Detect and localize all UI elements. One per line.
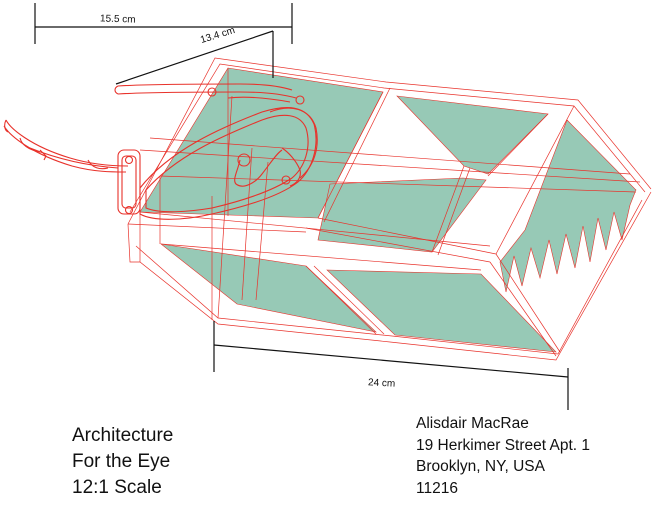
glass-panel-bottom-right xyxy=(326,269,557,353)
dimension-line-length xyxy=(213,344,569,378)
dimension-line-depth xyxy=(115,30,274,85)
glass-panels xyxy=(139,67,637,353)
title-block: Architecture For the Eye 12:1 Scale xyxy=(72,423,173,501)
glass-panel-top-front-right xyxy=(317,177,487,253)
title-line-1: Architecture xyxy=(72,425,174,446)
title-line-2: For the Eye xyxy=(72,451,171,472)
address-zip: 11216 xyxy=(416,479,458,497)
dimension-lines xyxy=(34,3,569,410)
address-city: Brooklyn, NY, USA xyxy=(416,458,545,475)
box-outline xyxy=(127,57,652,361)
glass-panel-bottom-left xyxy=(159,243,377,333)
dimension-label-length: 24 cm xyxy=(367,377,396,390)
dimension-label-width: 15.5 cm xyxy=(99,13,136,26)
sunglasses-drawing xyxy=(3,83,318,220)
glass-panel-front-face xyxy=(499,119,637,293)
address-block: Alisdair MacRae 19 Herkimer Street Apt. … xyxy=(416,413,590,499)
address-street: 19 Herkimer Street Apt. 1 xyxy=(416,436,591,454)
title-line-3: 12:1 Scale xyxy=(72,477,162,498)
glass-panel-top-front-left xyxy=(396,95,549,175)
address-name: Alisdair MacRae xyxy=(416,415,529,432)
